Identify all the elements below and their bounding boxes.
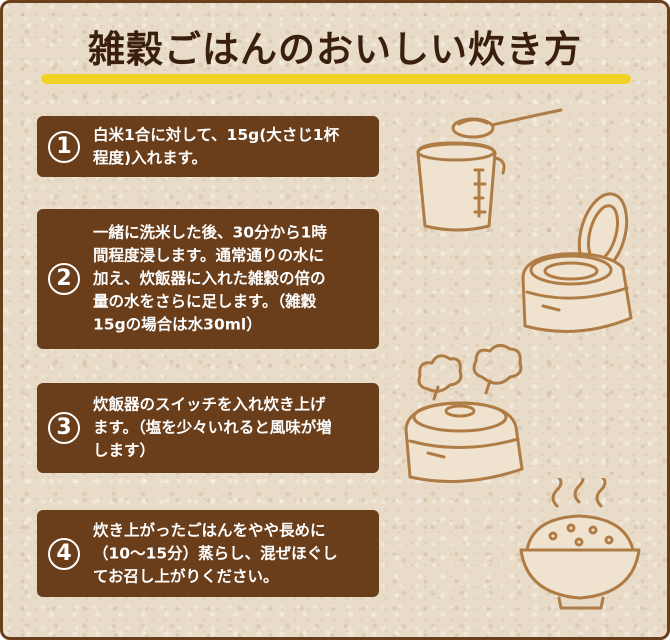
step-4: 4 炊き上がったごはんをやや長めに （10〜15分）蒸らし、混ぜほぐし てお召し… bbox=[37, 510, 379, 597]
page-title: 雑穀ごはんのおいしい炊き方 bbox=[88, 28, 582, 71]
step-1: 1 白米1合に対して、15g(大さじ1杯 程度)入れます。 bbox=[37, 116, 379, 177]
step-text-4: 炊き上がったごはんをやや長めに （10〜15分）蒸らし、混ぜほぐし てお召し上が… bbox=[93, 521, 338, 585]
step-text-3: 炊飯器のスイッチを入れ炊き上げ ます。（塩を少々いれると風味が増 します） bbox=[93, 395, 332, 460]
step-2: 2 一緒に洗米した後、30分から1時 間程度浸します。通常通りの水に 加え、炊飯… bbox=[37, 209, 379, 349]
steaming-rice-cooker-icon bbox=[398, 341, 538, 491]
open-rice-cooker-icon bbox=[503, 188, 643, 348]
step-3: 3 炊飯器のスイッチを入れ炊き上げ ます。（塩を少々いれると風味が増 します） bbox=[37, 383, 379, 473]
rice-bowl-icon bbox=[513, 478, 648, 613]
step-text-2: 一緒に洗米した後、30分から1時 間程度浸します。通常通りの水に 加え、炊飯器に… bbox=[93, 223, 327, 334]
step-number-4: 4 bbox=[48, 537, 80, 570]
step-number-2: 2 bbox=[48, 263, 80, 295]
title-underline bbox=[41, 74, 631, 84]
step-number-1: 1 bbox=[48, 130, 80, 163]
step-text-1: 白米1合に対して、15g(大さじ1杯 程度)入れます。 bbox=[93, 125, 340, 167]
spoon-measuring-cup-icon bbox=[403, 98, 573, 238]
step-number-3: 3 bbox=[48, 412, 80, 444]
